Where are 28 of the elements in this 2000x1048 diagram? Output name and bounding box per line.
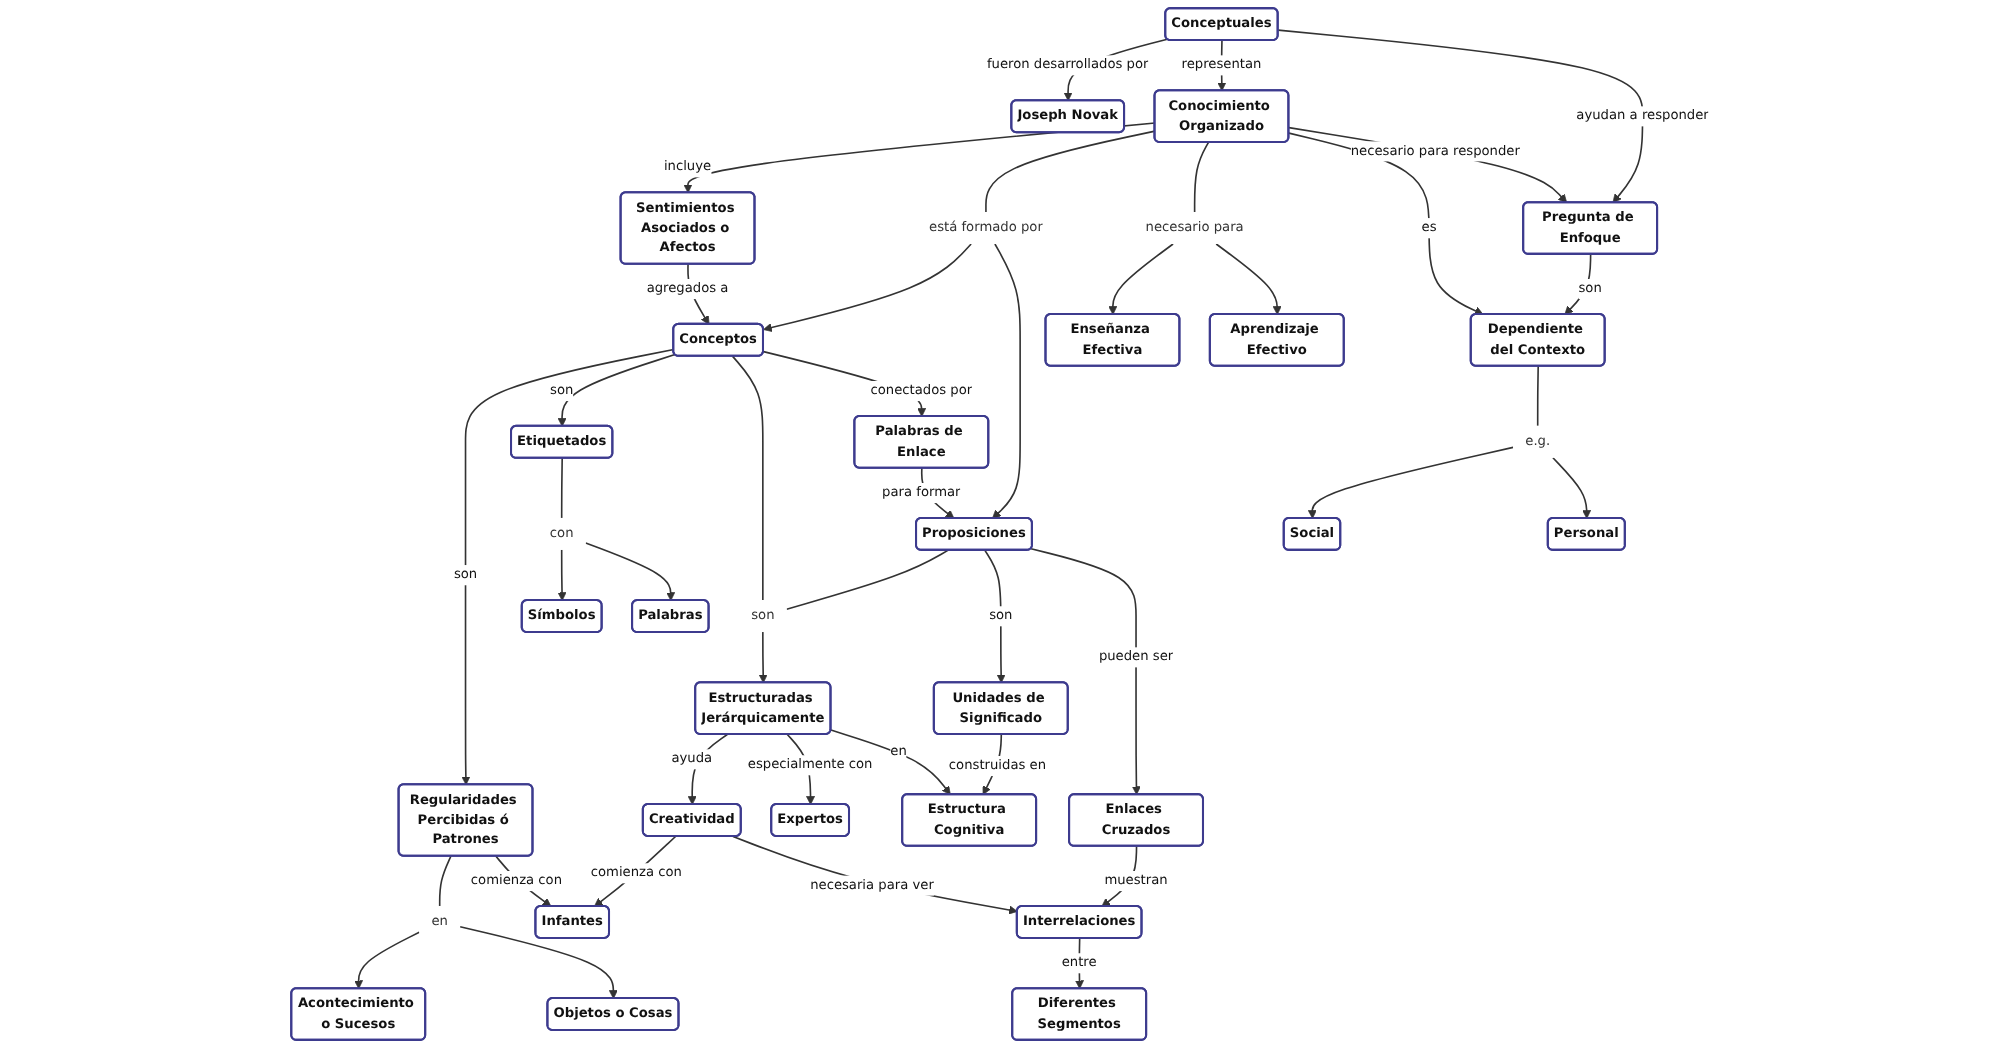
arrow	[1108, 243, 1174, 315]
arrow	[732, 835, 1018, 915]
arrow	[1277, 29, 1644, 204]
arrow	[459, 926, 618, 999]
connector	[560, 457, 563, 519]
arrow	[557, 353, 676, 427]
arrow	[1030, 547, 1141, 796]
connector	[1536, 365, 1539, 427]
connector	[731, 355, 764, 601]
arrow	[992, 243, 1021, 519]
arrow	[354, 931, 421, 990]
connector	[1193, 141, 1210, 213]
arrow	[763, 243, 972, 332]
arrow	[1288, 126, 1568, 204]
connector	[438, 855, 452, 907]
arrow	[984, 549, 1006, 684]
connector	[985, 130, 1156, 213]
arrow	[1564, 253, 1592, 315]
arrow	[1307, 446, 1514, 519]
arrow	[1552, 457, 1592, 519]
arrow	[687, 733, 729, 805]
connector	[785, 549, 949, 610]
arrow	[1215, 243, 1282, 315]
arrow	[461, 348, 675, 786]
arrow	[557, 549, 567, 601]
arrow	[584, 542, 676, 601]
arrow	[758, 631, 768, 684]
arrow	[830, 729, 951, 796]
